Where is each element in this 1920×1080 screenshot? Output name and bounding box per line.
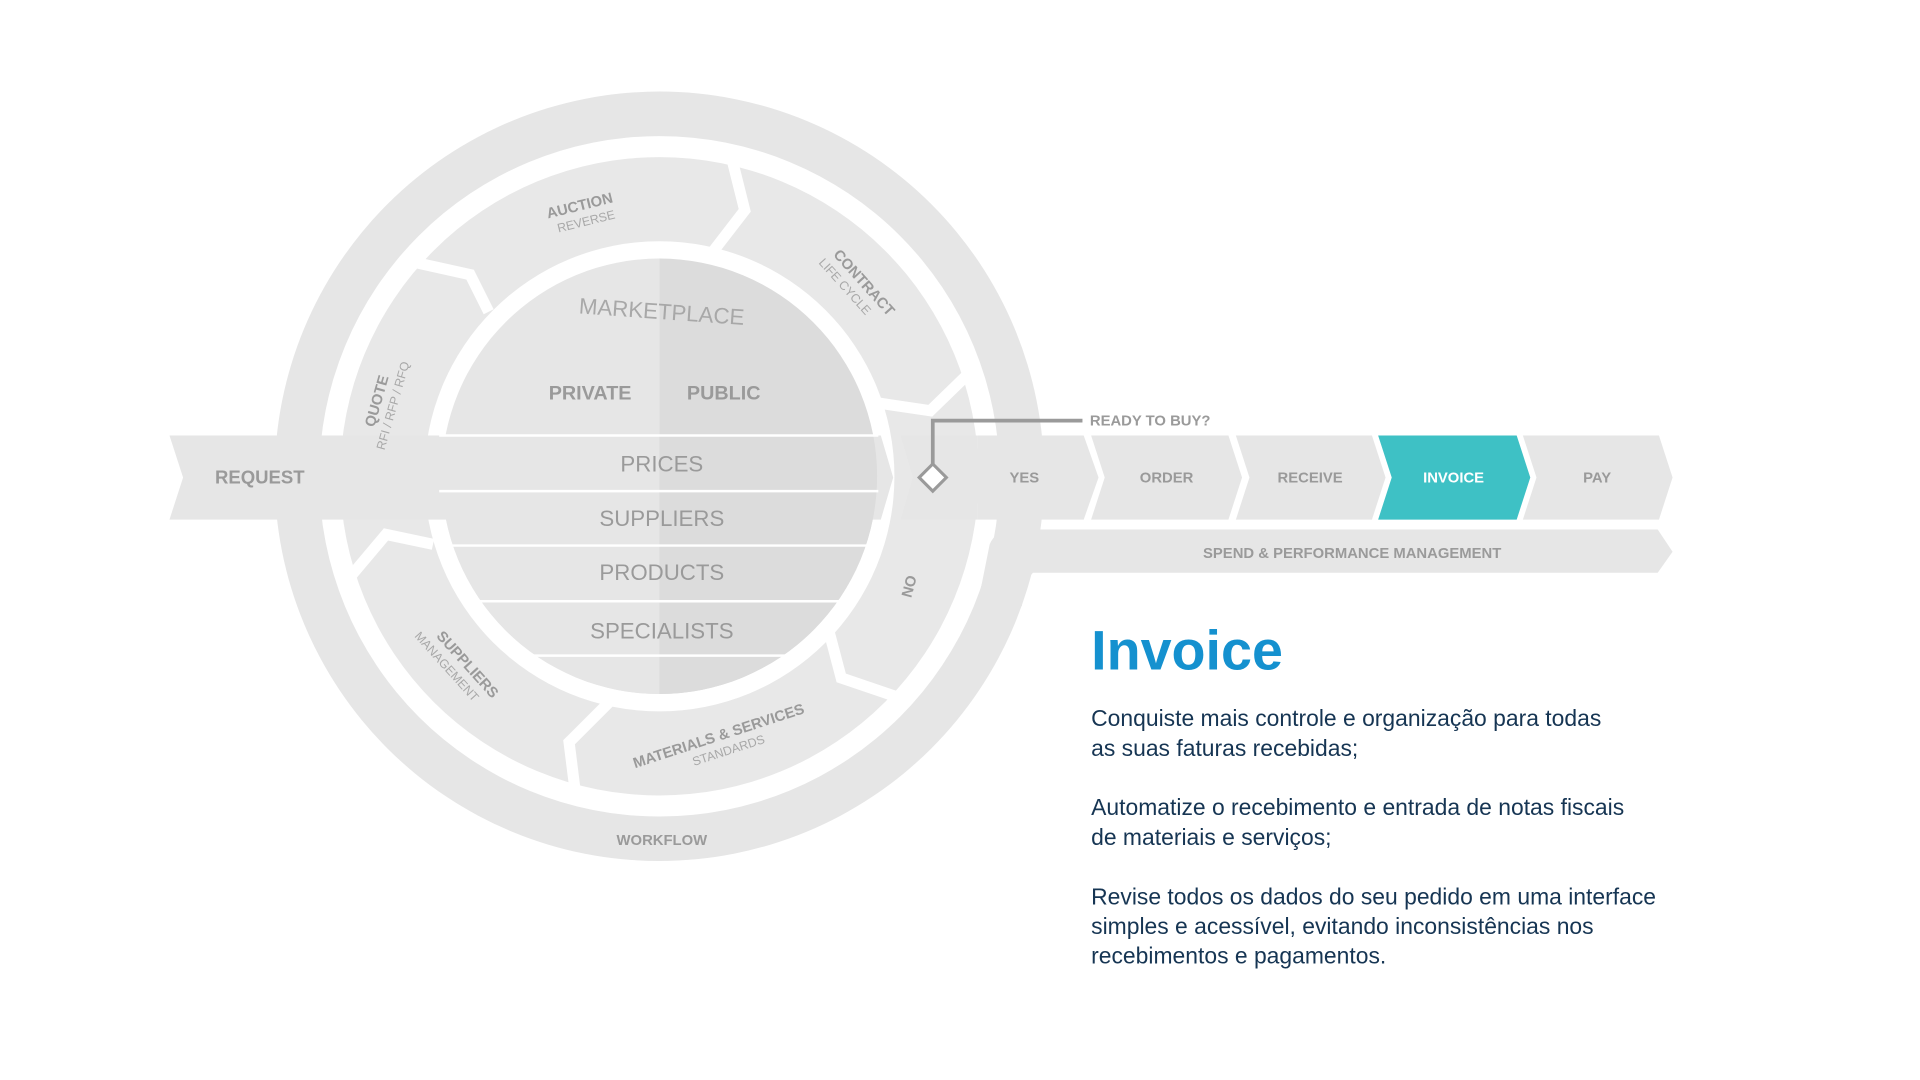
row-products: PRODUCTS [599,560,724,585]
row-suppliers: SUPPLIERS [599,506,724,531]
row-prices: PRICES [620,451,703,476]
ready-to-buy-label: READY TO BUY? [1090,414,1211,430]
step-yes-label[interactable]: YES [1009,470,1039,486]
step-pay[interactable] [1522,435,1673,520]
workflow-label: WORKFLOW [617,833,708,849]
request-label: REQUEST [215,467,305,488]
paragraph-1: Conquiste mais controle e organização pa… [1091,705,1602,761]
step-receive-label[interactable]: RECEIVE [1278,470,1343,486]
public-label: PUBLIC [687,383,761,405]
paragraph-2: Automatize o recebimento e entrada de no… [1091,794,1625,850]
no-label: NO [900,574,921,600]
step-invoice-label[interactable]: INVOICE [1423,470,1484,486]
ready-connector-line [930,418,1083,468]
step-order-label[interactable]: ORDER [1140,470,1194,486]
step-yes[interactable] [977,435,1099,520]
step-invoice[interactable] [1378,435,1531,520]
step-order[interactable] [1091,435,1243,520]
spend-bar [977,529,1673,607]
step-receive[interactable] [1235,435,1386,520]
process-steps [977,435,1673,520]
paragraph-3: Revise todos os dados do seu pedido em u… [1091,883,1657,969]
row-specialists: SPECIALISTS [590,618,733,643]
decision-diamond-icon [916,461,949,494]
private-label: PRIVATE [549,383,632,405]
step-pay-label[interactable]: PAY [1583,470,1611,486]
spend-label: SPEND & PERFORMANCE MANAGEMENT [1203,546,1501,562]
section-title: Invoice [1091,618,1283,682]
